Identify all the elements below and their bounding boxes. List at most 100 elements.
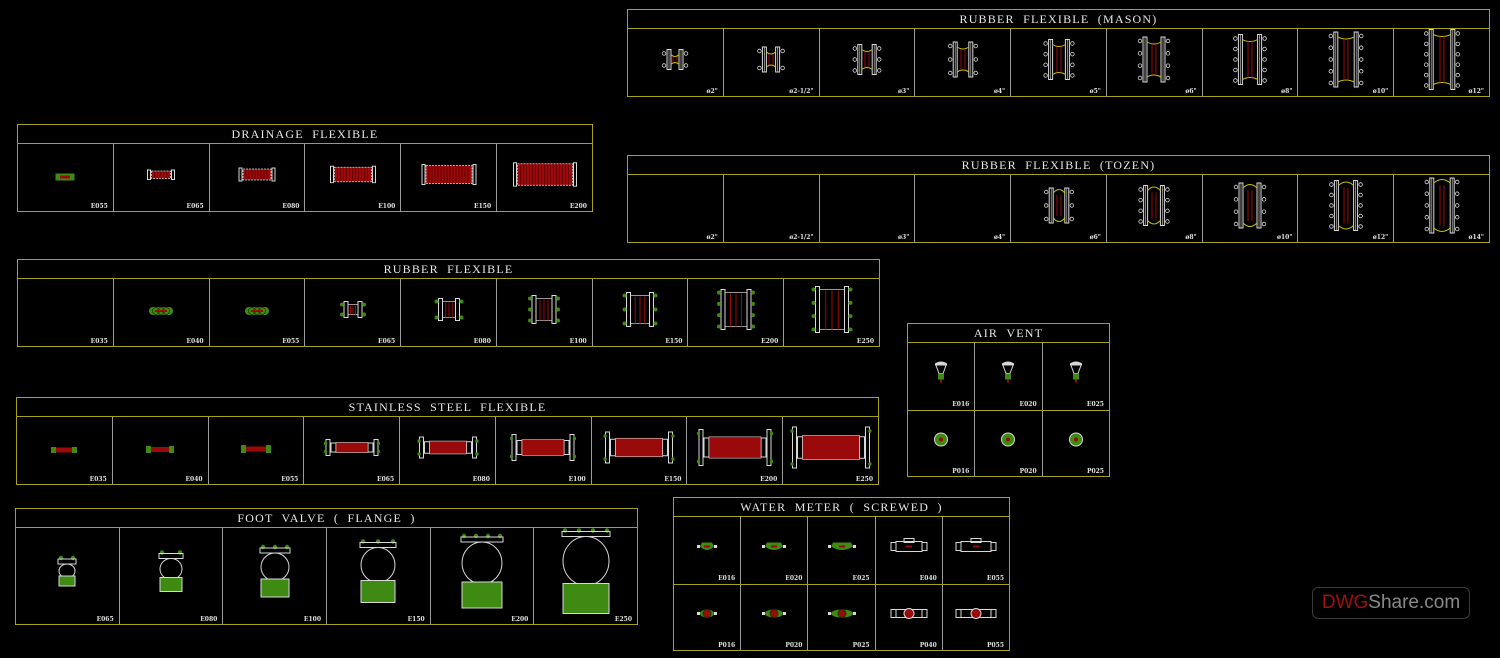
size-label: ø2" bbox=[706, 234, 718, 241]
size-label: E040 bbox=[919, 574, 937, 582]
foot-valve-cell: E100 bbox=[222, 528, 326, 625]
water-meter-symbol-icon bbox=[890, 537, 928, 560]
size-label: ø2" bbox=[706, 88, 718, 95]
stainless-symbol-icon bbox=[416, 436, 479, 464]
drainage-cell: E150 bbox=[400, 144, 496, 212]
rubber-cell: E250 bbox=[783, 279, 879, 347]
size-label: E250 bbox=[856, 338, 875, 345]
tozen-symbol-icon bbox=[1043, 186, 1075, 230]
size-label: E065 bbox=[378, 338, 396, 345]
size-label: ø8" bbox=[1185, 234, 1197, 241]
drainage-symbol-icon bbox=[421, 163, 477, 190]
air-vent-cell: E020 bbox=[974, 343, 1041, 410]
rubber-cell: E055 bbox=[208, 279, 305, 347]
size-label: ø4" bbox=[993, 234, 1006, 241]
mason-cell: ø3" bbox=[818, 29, 915, 97]
rubber-cell: E100 bbox=[495, 279, 592, 347]
air-vent-cell: P016 bbox=[908, 411, 974, 478]
size-label: E100 bbox=[378, 203, 396, 210]
water-meter-symbol-icon bbox=[759, 607, 789, 626]
size-label: E040 bbox=[186, 338, 204, 345]
size-label: ø14" bbox=[1468, 234, 1485, 241]
rubber-symbol-icon bbox=[527, 294, 561, 329]
water-meter-symbol-icon bbox=[955, 537, 997, 560]
size-label: ø12" bbox=[1372, 234, 1389, 241]
rubber-symbol-icon bbox=[148, 303, 174, 321]
size-label: ø10" bbox=[1372, 88, 1389, 95]
size-label: ø2-1/2" bbox=[789, 234, 814, 241]
drainage-symbol-icon bbox=[512, 161, 577, 192]
water-meter-symbol-icon bbox=[694, 539, 720, 558]
table-title: WATER METER ( SCREWED ) bbox=[674, 498, 1009, 517]
drainage-cell: E065 bbox=[112, 144, 209, 212]
mason-cell: ø2-1/2" bbox=[722, 29, 819, 97]
size-label: P016 bbox=[952, 468, 970, 475]
water-meter-cell: P025 bbox=[807, 584, 874, 651]
size-label: E065 bbox=[377, 476, 395, 483]
watermark-dwg: DWG bbox=[1321, 592, 1369, 613]
size-label: E100 bbox=[569, 338, 587, 345]
stainless-cell: E040 bbox=[111, 417, 208, 485]
water-meter-cell: E040 bbox=[874, 517, 942, 584]
tozen-symbol-icon bbox=[1423, 176, 1460, 240]
table-title: RUBBER FLEXIBLE (TOZEN) bbox=[628, 156, 1489, 175]
rubber-symbol-icon bbox=[339, 300, 367, 323]
rubber-cell: E080 bbox=[400, 279, 496, 347]
air-vent-symbol-icon bbox=[1068, 359, 1084, 390]
drainage-cell: E080 bbox=[208, 144, 305, 212]
mason-cell: ø4" bbox=[914, 29, 1010, 97]
size-label: ø4" bbox=[993, 88, 1006, 95]
rubber-symbol-icon bbox=[244, 303, 270, 321]
tozen-symbol-icon bbox=[1138, 183, 1171, 232]
air-vent-symbol-icon bbox=[1000, 432, 1016, 453]
size-label: E040 bbox=[185, 476, 203, 483]
foot-valve-symbol-icon bbox=[57, 555, 77, 595]
rubber-symbol-icon bbox=[716, 288, 756, 335]
stainless-cell: E080 bbox=[399, 417, 495, 485]
size-label: E100 bbox=[568, 476, 586, 483]
mason-symbol-icon bbox=[757, 45, 786, 79]
size-label: E200 bbox=[511, 616, 529, 623]
stainless-symbol-icon bbox=[789, 426, 872, 474]
size-label: E200 bbox=[761, 338, 779, 345]
stainless-symbol-icon bbox=[323, 438, 381, 461]
size-label: E250 bbox=[614, 616, 633, 623]
water-meter-cell: P040 bbox=[874, 584, 942, 651]
foot-valve-symbol-icon bbox=[259, 544, 291, 606]
size-label: E150 bbox=[665, 338, 683, 345]
water-meter-symbol-icon bbox=[955, 605, 997, 628]
tozen-cell: ø14" bbox=[1393, 175, 1489, 243]
drainage-symbol-icon bbox=[55, 168, 75, 186]
table-title: DRAINAGE FLEXIBLE bbox=[18, 125, 592, 144]
size-label: ø5" bbox=[1089, 88, 1101, 95]
size-label: E055 bbox=[281, 476, 299, 483]
mason-symbol-icon bbox=[1042, 37, 1075, 86]
size-label: ø8" bbox=[1281, 88, 1293, 95]
rubber-cell: E065 bbox=[304, 279, 400, 347]
size-label: P016 bbox=[718, 642, 736, 649]
size-label: E020 bbox=[785, 574, 803, 582]
air-vent-symbol-icon bbox=[933, 359, 949, 390]
air-vent-symbol-icon bbox=[933, 432, 949, 453]
size-label: E150 bbox=[474, 203, 492, 210]
rubber-symbol-icon bbox=[810, 285, 853, 338]
air-vent-symbol-icon bbox=[1000, 359, 1016, 390]
rubber-cell: E035 bbox=[18, 279, 113, 347]
water-meter-symbol-icon bbox=[825, 539, 859, 558]
table-title: RUBBER FLEXIBLE (MASON) bbox=[628, 10, 1489, 29]
mason-cell: ø5" bbox=[1010, 29, 1106, 97]
table-title: FOOT VALVE ( FLANGE ) bbox=[16, 509, 637, 528]
size-label: P020 bbox=[785, 642, 803, 649]
mason-symbol-icon bbox=[852, 42, 882, 81]
tozen-cell: ø10" bbox=[1201, 175, 1298, 243]
stainless-cell: E100 bbox=[494, 417, 591, 485]
stainless-cell: E200 bbox=[686, 417, 782, 485]
foot-valve-cell: E200 bbox=[429, 528, 534, 625]
foot-valve-symbol-icon bbox=[460, 533, 504, 617]
rubber-symbol-icon bbox=[622, 291, 659, 332]
mason-symbol-icon bbox=[1137, 35, 1171, 89]
stainless-symbol-icon bbox=[145, 441, 175, 459]
size-label: P040 bbox=[919, 642, 937, 649]
